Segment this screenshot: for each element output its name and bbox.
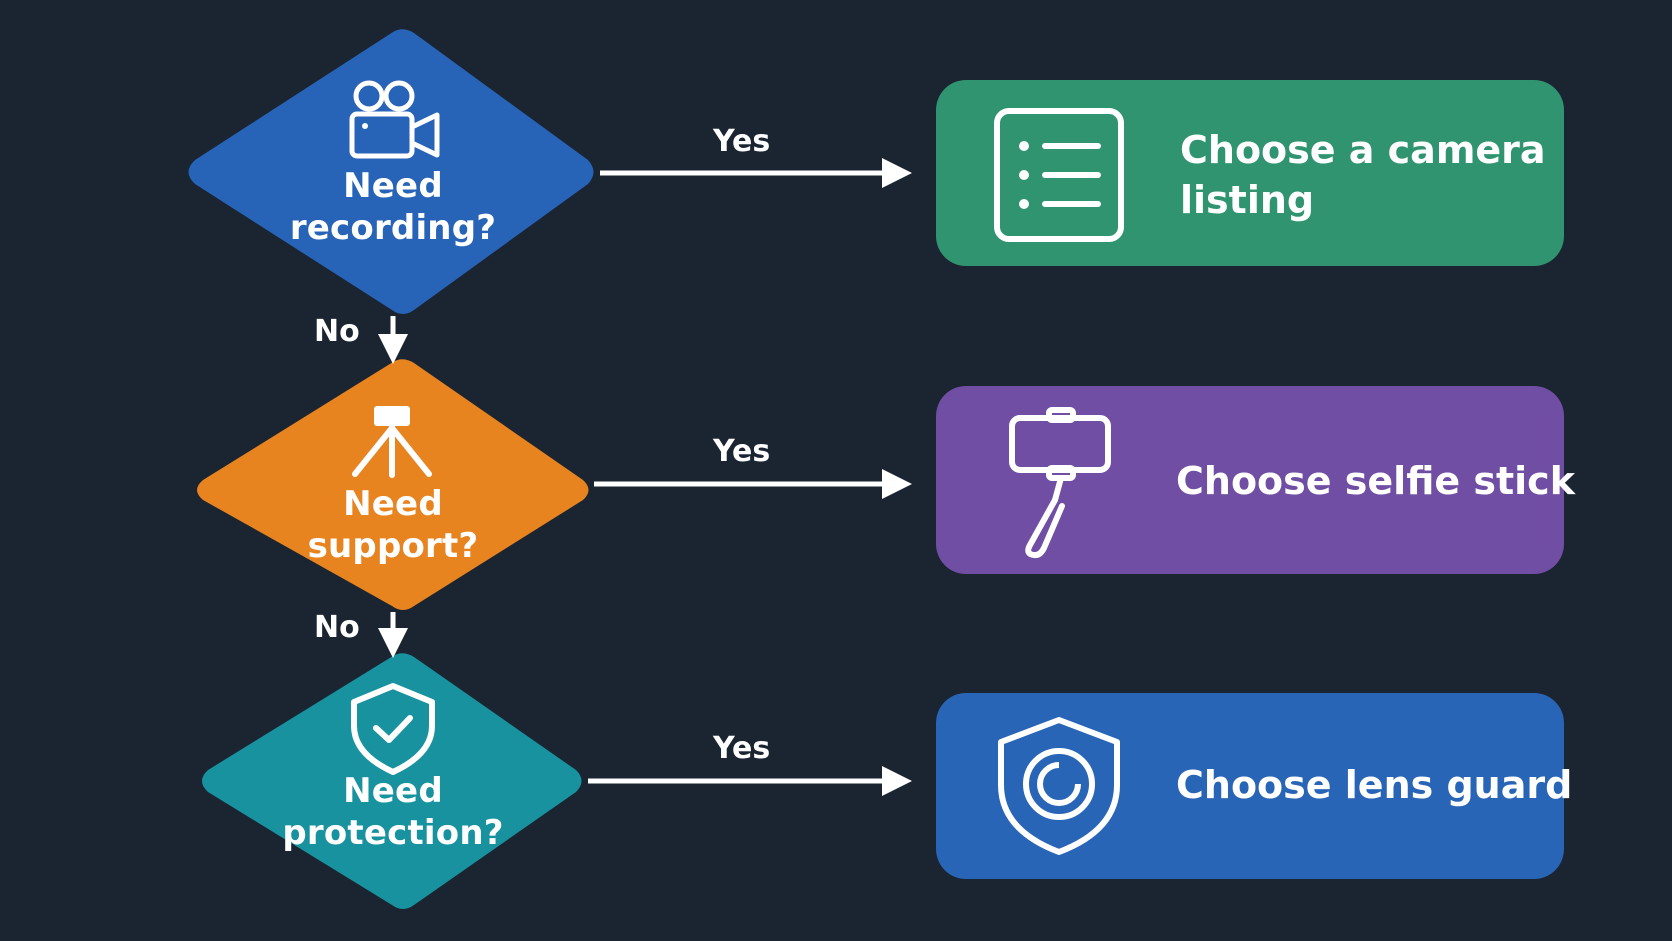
yes-label-support: Yes bbox=[713, 434, 771, 469]
decision-diamond-protection bbox=[202, 653, 582, 909]
result-line2: listing bbox=[1180, 178, 1315, 222]
result-line1: Choose lens guard bbox=[1176, 763, 1573, 807]
decision-line2: support? bbox=[307, 526, 479, 566]
no-label-1: No bbox=[314, 314, 360, 349]
lens-shield-icon bbox=[998, 717, 1120, 855]
decision-line1: Need bbox=[343, 484, 443, 524]
no-label-2: No bbox=[314, 610, 360, 645]
decision-label-protection: Need protection? bbox=[273, 770, 513, 854]
decision-line1: Need bbox=[343, 771, 443, 811]
result-box-selfie bbox=[936, 386, 1564, 574]
selfie-stick-icon bbox=[1009, 407, 1111, 559]
result-line1: Choose a camera bbox=[1180, 128, 1546, 172]
list-icon bbox=[994, 108, 1124, 242]
decision-line2: protection? bbox=[282, 813, 504, 853]
result-text-selfie: Choose selfie stick bbox=[1176, 456, 1575, 506]
decision-label-support: Need support? bbox=[283, 483, 503, 567]
decision-diamond-support bbox=[197, 359, 589, 610]
yes-label-recording: Yes bbox=[713, 124, 771, 159]
result-line1: Choose selfie stick bbox=[1176, 459, 1575, 503]
result-text-lens: Choose lens guard bbox=[1176, 760, 1572, 810]
decision-line2: recording? bbox=[289, 208, 497, 248]
video-camera-icon bbox=[349, 80, 440, 159]
decision-line1: Need bbox=[343, 166, 443, 206]
decision-label-recording: Need recording? bbox=[283, 165, 503, 249]
shield-check-icon bbox=[351, 683, 435, 775]
yes-label-protection: Yes bbox=[713, 731, 771, 766]
decision-diamond-recording bbox=[188, 29, 594, 314]
result-text-camera: Choose a camera listing bbox=[1180, 125, 1546, 225]
result-box-camera bbox=[936, 80, 1564, 266]
tripod-icon bbox=[352, 406, 432, 478]
